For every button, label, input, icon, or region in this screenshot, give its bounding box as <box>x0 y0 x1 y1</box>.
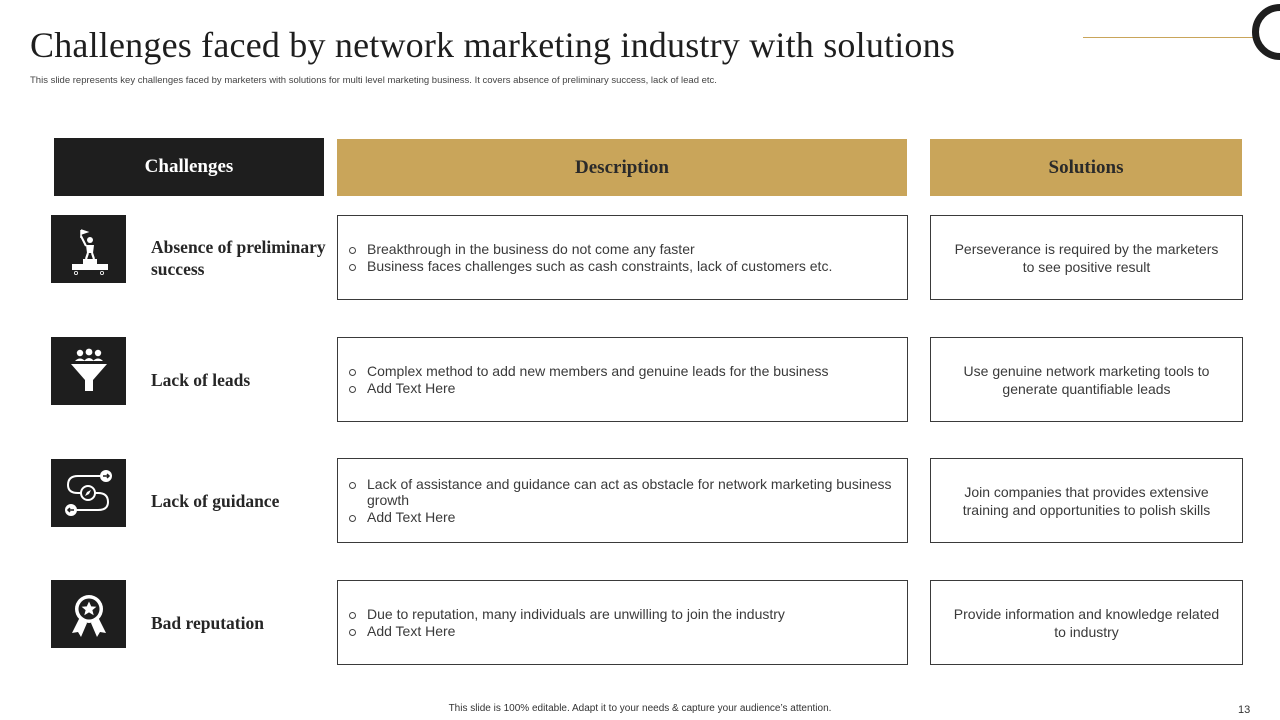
challenge-label: Bad reputation <box>151 613 264 633</box>
challenge-label: Absence of preliminary success <box>151 237 326 279</box>
slide-subtitle: This slide represents key challenges fac… <box>30 75 717 86</box>
description-bullet: Breakthrough in the business do not come… <box>348 241 832 258</box>
description-bullet: Lack of assistance and guidance can act … <box>348 476 895 509</box>
challenge-row: Bad reputation Due to reputation, many i… <box>0 579 1280 665</box>
description-bullet: Due to reputation, many individuals are … <box>348 606 785 623</box>
description-box: Lack of assistance and guidance can act … <box>337 458 908 543</box>
footer-note: This slide is 100% editable. Adapt it to… <box>448 703 832 714</box>
challenge-label: Lack of leads <box>151 370 251 390</box>
description-box: Breakthrough in the business do not come… <box>337 215 908 300</box>
description-box: Complex method to add new members and ge… <box>337 337 908 422</box>
solution-box: Join companies that provides extensive t… <box>930 458 1243 543</box>
award-badge-icon <box>51 580 126 648</box>
decorative-ring <box>1252 4 1280 60</box>
description-bullet: Business faces challenges such as cash c… <box>348 258 832 275</box>
challenge-row: Lack of leads Complex method to add new … <box>0 336 1280 422</box>
solution-box: Provide information and knowledge relate… <box>930 580 1243 665</box>
header-challenges: Challenges <box>54 138 324 196</box>
header-description: Description <box>337 139 907 196</box>
challenge-label: Lack of guidance <box>151 491 280 511</box>
solution-box: Perseverance is required by the marketer… <box>930 215 1243 300</box>
description-bullet: Add Text Here <box>348 509 895 526</box>
compass-path-icon <box>51 459 126 527</box>
podium-winner-icon <box>51 215 126 283</box>
description-bullet: Complex method to add new members and ge… <box>348 363 829 380</box>
solution-box: Use genuine network marketing tools to g… <box>930 337 1243 422</box>
description-box: Due to reputation, many individuals are … <box>337 580 908 665</box>
header-solutions: Solutions <box>930 139 1242 196</box>
challenge-row: Lack of guidance Lack of assistance and … <box>0 458 1280 544</box>
description-bullet: Add Text Here <box>348 380 829 397</box>
page-number: 13 <box>1238 704 1251 716</box>
challenge-row: Absence of preliminary success Breakthro… <box>0 214 1280 300</box>
people-funnel-icon <box>51 337 126 405</box>
description-bullet: Add Text Here <box>348 623 785 640</box>
decorative-line <box>1083 37 1258 38</box>
slide-title: Challenges faced by network marketing in… <box>30 25 956 65</box>
